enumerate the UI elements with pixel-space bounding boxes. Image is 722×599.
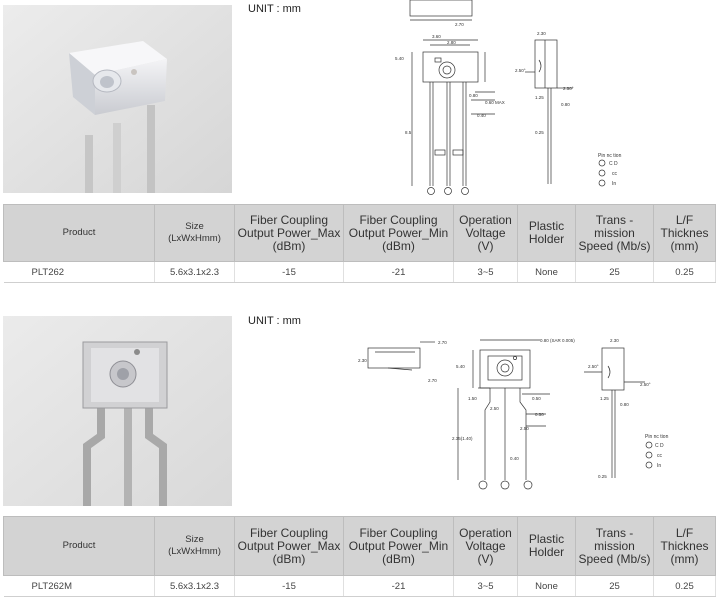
cell-voltage: 3~5: [453, 575, 518, 597]
svg-text:0.25: 0.25: [535, 130, 544, 135]
svg-text:5.40: 5.40: [456, 364, 465, 369]
svg-text:0.80: 0.80: [620, 402, 629, 407]
cell-size: 5.6x3.1x2.3: [154, 575, 235, 597]
cell-voltage: 3~5: [453, 261, 518, 283]
svg-text:2.70: 2.70: [438, 340, 447, 345]
svg-text:C D: C D: [609, 161, 618, 167]
svg-text:2.70: 2.70: [455, 22, 464, 27]
dimension-drawing: 2.70 3.60 2.80 5.40 0.80 0.60 MAX 0.40 8…: [395, 0, 622, 195]
product-block-plt262m: UNIT : mm: [0, 312, 722, 599]
svg-text:cc: cc: [612, 171, 618, 177]
unit-label: UNIT : mm: [248, 3, 301, 15]
svg-text:0.80: 0.80: [561, 102, 570, 107]
svg-text:2.50°: 2.50°: [563, 86, 574, 91]
svg-text:In: In: [612, 181, 616, 187]
cell-fiber-min: -21: [343, 575, 454, 597]
cell-fiber-min: -21: [343, 261, 454, 283]
svg-text:0.60 MAX: 0.60 MAX: [485, 100, 505, 105]
svg-text:1.25: 1.25: [600, 396, 609, 401]
svg-text:2.50: 2.50: [490, 406, 499, 411]
product-block-plt262: UNIT : mm: [0, 0, 722, 290]
cell-fiber-max: -15: [234, 575, 344, 597]
svg-text:2.30: 2.30: [610, 338, 619, 343]
svg-text:C D: C D: [655, 443, 664, 449]
svg-text:2.50°: 2.50°: [640, 382, 651, 387]
cell-product: PLT262M: [3, 575, 155, 597]
svg-text:2.35(1.40): 2.35(1.40): [452, 436, 473, 441]
table-row: PLT262 5.6x3.1x2.3 -15 -21 3~5 None 25 0…: [3, 261, 716, 283]
cell-holder: None: [517, 261, 576, 283]
header-size: Size(LxWxHmm): [154, 516, 235, 576]
header-size: Size(LxWxHmm): [154, 204, 235, 262]
svg-text:0.80 (SAR 0.005): 0.80 (SAR 0.005): [540, 338, 575, 343]
product-photo: [3, 316, 232, 506]
svg-text:cc: cc: [657, 453, 663, 459]
svg-text:2.70: 2.70: [428, 378, 437, 383]
cell-size: 5.6x3.1x2.3: [154, 261, 235, 283]
cell-holder: None: [517, 575, 576, 597]
pin-legend: Pin nc tion C D cc In: [645, 434, 669, 469]
cell-speed: 25: [575, 575, 654, 597]
svg-text:0.40: 0.40: [477, 113, 486, 118]
svg-text:Pin nc tion: Pin nc tion: [598, 153, 622, 159]
svg-text:8.5: 8.5: [405, 130, 412, 135]
dimension-drawing: 2.70 2.70 2.30 0.80 (SAR 0.005) 5.40 1.5…: [358, 338, 669, 490]
unit-label: UNIT : mm: [248, 315, 301, 327]
svg-text:Pin nc tion: Pin nc tion: [645, 434, 669, 440]
svg-text:2.30: 2.30: [537, 31, 546, 36]
header-product: Product: [3, 204, 155, 262]
svg-text:2.50°: 2.50°: [515, 68, 526, 73]
svg-text:0.25: 0.25: [598, 474, 607, 479]
cell-product: PLT262: [3, 261, 155, 283]
svg-text:0.80: 0.80: [469, 93, 478, 98]
svg-text:In: In: [657, 463, 661, 469]
product-photo: [3, 5, 232, 193]
pin-legend: Pin nc tion C D cc In: [598, 153, 622, 187]
svg-text:0.50: 0.50: [532, 396, 541, 401]
svg-text:2.50°: 2.50°: [588, 364, 599, 369]
svg-text:2.30: 2.30: [358, 358, 367, 363]
cell-speed: 25: [575, 261, 654, 283]
svg-text:3.60: 3.60: [432, 34, 441, 39]
svg-text:1.25: 1.25: [535, 95, 544, 100]
svg-text:2.80: 2.80: [447, 40, 456, 45]
cell-thickness: 0.25: [653, 575, 716, 597]
svg-text:2.50: 2.50: [520, 426, 529, 431]
cell-thickness: 0.25: [653, 261, 716, 283]
table-row: PLT262M 5.6x3.1x2.3 -15 -21 3~5 None 25 …: [3, 575, 716, 597]
cell-fiber-max: -15: [234, 261, 344, 283]
svg-text:5.40: 5.40: [395, 56, 404, 61]
svg-text:0.40: 0.40: [510, 456, 519, 461]
svg-text:1.50: 1.50: [468, 396, 477, 401]
header-product: Product: [3, 516, 155, 576]
svg-text:0.50: 0.50: [535, 412, 544, 417]
